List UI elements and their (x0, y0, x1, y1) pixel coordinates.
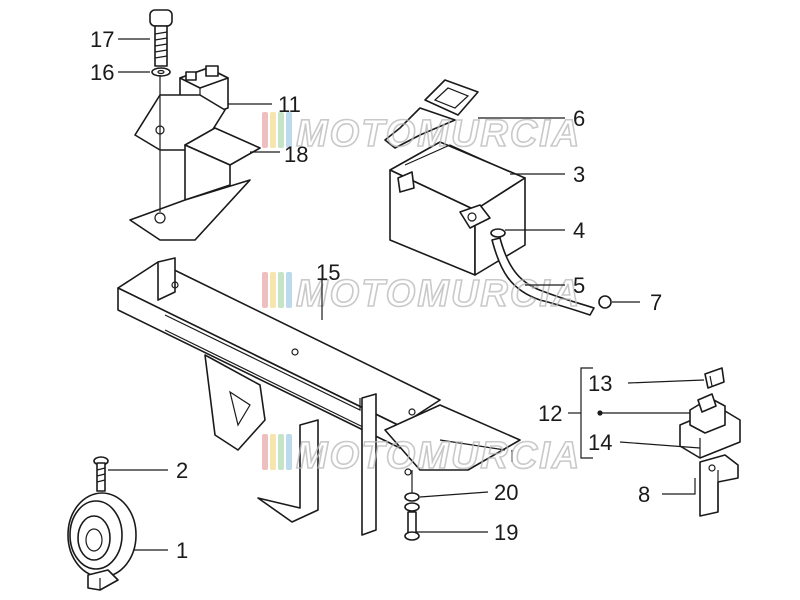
screw-2 (93, 456, 109, 492)
callout-18: 18 (284, 142, 308, 167)
watermark-text: MOTOMURCIA (296, 113, 581, 155)
callout-14: 14 (588, 430, 612, 455)
clamp-7 (598, 295, 612, 309)
fuse-holder-14 (679, 393, 741, 459)
callout-2: 2 (176, 458, 188, 483)
callout-19: 19 (494, 520, 518, 545)
fuse-13 (704, 367, 725, 389)
callout-17: 17 (90, 27, 114, 52)
callout-16: 16 (90, 60, 114, 85)
relay-bracket-assembly (129, 9, 261, 241)
washer-16 (151, 67, 171, 77)
callout-4: 4 (573, 218, 585, 243)
callout-20: 20 (494, 480, 518, 505)
frame-15 (117, 257, 521, 536)
callout-12: 12 (538, 401, 562, 426)
watermark-middle: MOTOMURCIA (262, 272, 581, 316)
watermark-text: MOTOMURCIA (296, 435, 581, 477)
bolt-stack-19-20 (404, 470, 420, 541)
callout-5: 5 (573, 273, 585, 298)
washer-20a (404, 492, 420, 502)
bracket-8 (699, 454, 739, 517)
battery-strap-6 (384, 79, 479, 149)
breather-tube-5 (491, 237, 595, 316)
callout-11: 11 (278, 92, 301, 117)
clip-4 (490, 228, 506, 238)
bolt-17 (149, 9, 173, 67)
callout-7: 7 (650, 290, 662, 315)
bracket-18 (129, 127, 261, 241)
battery-3 (389, 141, 526, 276)
callout-6: 6 (573, 106, 585, 131)
washer-20b (404, 502, 420, 512)
watermark-text: MOTOMURCIA (296, 273, 581, 315)
callout-1: 1 (176, 538, 188, 563)
watermark-bottom: MOTOMURCIA (262, 434, 581, 478)
horn-1 (67, 492, 137, 591)
callout-8: 8 (638, 482, 650, 507)
watermark-top: MOTOMURCIA (262, 112, 581, 156)
battery-assembly (384, 79, 612, 316)
callout-labels: 17 16 11 18 6 3 4 5 7 15 2 1 20 19 12 13… (90, 27, 662, 563)
bolt-19 (407, 511, 417, 535)
leader-lines (108, 38, 705, 551)
callout-13: 13 (588, 371, 612, 396)
callout-3: 3 (573, 162, 585, 187)
callout-15: 15 (316, 260, 340, 285)
fuse-holder-assembly (580, 367, 741, 517)
horn-assembly (67, 456, 137, 591)
